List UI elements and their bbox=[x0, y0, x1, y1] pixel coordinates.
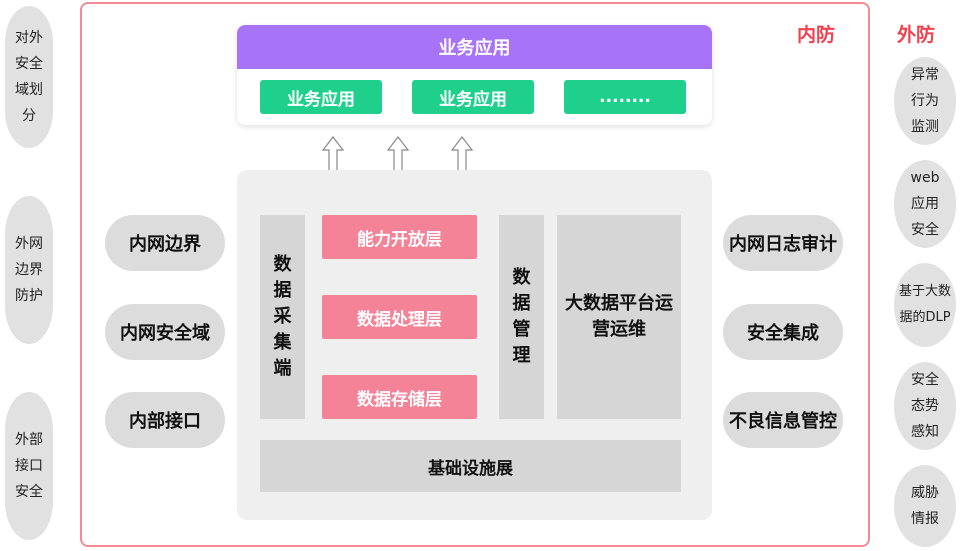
intranet-security-domain-pill: 内网安全域 bbox=[105, 304, 225, 360]
pill-line: 情报 bbox=[911, 511, 939, 527]
pill-line: 分 bbox=[22, 108, 36, 124]
external-boundary-pill: 外网边界防护 bbox=[5, 196, 53, 344]
data-management-column: 数 据 管 理 bbox=[499, 215, 544, 419]
column-char: 管 bbox=[512, 319, 531, 340]
column-char: 采 bbox=[273, 306, 292, 327]
pill-line: 对外 bbox=[15, 30, 43, 46]
pill-line: 域划 bbox=[15, 82, 43, 98]
pill-line: 安全 bbox=[15, 56, 43, 72]
pill-line: 安全 bbox=[911, 372, 939, 388]
inner-defense-label: 内防 bbox=[797, 24, 836, 46]
pill-line: 基于大数 bbox=[898, 284, 951, 299]
data-collection-column: 数 据 采 集 端 bbox=[260, 215, 305, 419]
column-char: 数 bbox=[512, 267, 531, 288]
column-char: 据 bbox=[273, 280, 292, 301]
pill-line: 防护 bbox=[15, 288, 43, 304]
pill-line: 感知 bbox=[911, 424, 939, 440]
internal-interface-pill: 内部接口 bbox=[105, 392, 225, 448]
business-app-item: 业务应用 bbox=[260, 80, 382, 114]
security-situation-pill: 安全态势感知 bbox=[894, 362, 956, 450]
pill-line: 威胁 bbox=[911, 485, 939, 501]
big-data-dlp-pill: 基于大数据的DLP bbox=[894, 263, 956, 347]
platform-ops-column: 大数据平台运 营运维 bbox=[557, 215, 681, 419]
business-app-header: 业务应用 bbox=[237, 25, 712, 69]
column-char: 理 bbox=[512, 345, 531, 366]
pill-line: 行为 bbox=[911, 93, 939, 109]
external-security-domain-pill: 对外安全域划分 bbox=[5, 6, 53, 148]
bad-info-control-pill: 不良信息管控 bbox=[723, 392, 843, 448]
pill-line: 安全 bbox=[15, 484, 43, 500]
pill-line: 异常 bbox=[911, 67, 939, 83]
pill-line: 外网 bbox=[15, 236, 43, 252]
pill-line: 监测 bbox=[911, 119, 939, 135]
pill-line: 边界 bbox=[15, 262, 43, 278]
pill-line: 接口 bbox=[15, 458, 43, 474]
column-char: 端 bbox=[273, 358, 292, 379]
ops-line: 营运维 bbox=[592, 319, 646, 340]
infrastructure-bar: 基础设施展 bbox=[260, 440, 681, 492]
data-processing-layer: 数据处理层 bbox=[322, 295, 477, 339]
ops-line: 大数据平台运 bbox=[565, 293, 673, 314]
business-app-item: 业务应用 bbox=[412, 80, 534, 114]
column-char: 据 bbox=[512, 293, 531, 314]
security-integration-pill: 安全集成 bbox=[723, 304, 843, 360]
column-char: 集 bbox=[273, 332, 292, 353]
web-app-security-pill: web 应用安全 bbox=[894, 160, 956, 248]
intranet-boundary-pill: 内网边界 bbox=[105, 215, 225, 271]
threat-intel-pill: 威胁情报 bbox=[894, 465, 956, 547]
pill-line: web bbox=[910, 170, 940, 186]
pill-line: 据的DLP bbox=[899, 310, 951, 325]
outer-defense-label: 外防 bbox=[897, 24, 936, 46]
intranet-log-audit-pill: 内网日志审计 bbox=[723, 215, 843, 271]
business-app-panel: 业务应用 业务应用 业务应用 ........ bbox=[237, 25, 712, 125]
pill-line: 安全 bbox=[910, 222, 939, 238]
column-char: 数 bbox=[273, 254, 292, 275]
pill-line: 外部 bbox=[15, 432, 43, 448]
data-storage-layer: 数据存储层 bbox=[322, 375, 477, 419]
inner-defense-frame bbox=[80, 2, 870, 547]
pill-line: 应用 bbox=[910, 196, 939, 212]
anomaly-detection-pill: 异常行为监测 bbox=[894, 57, 956, 145]
pill-line: 态势 bbox=[911, 398, 939, 414]
capability-open-layer: 能力开放层 bbox=[322, 215, 477, 259]
external-interface-pill: 外部接口安全 bbox=[5, 392, 53, 540]
business-app-more: ........ bbox=[564, 80, 686, 114]
big-data-platform-panel: 数 据 采 集 端 能力开放层 数据处理层 数据存储层 数 据 管 理 大数据平… bbox=[237, 170, 712, 520]
